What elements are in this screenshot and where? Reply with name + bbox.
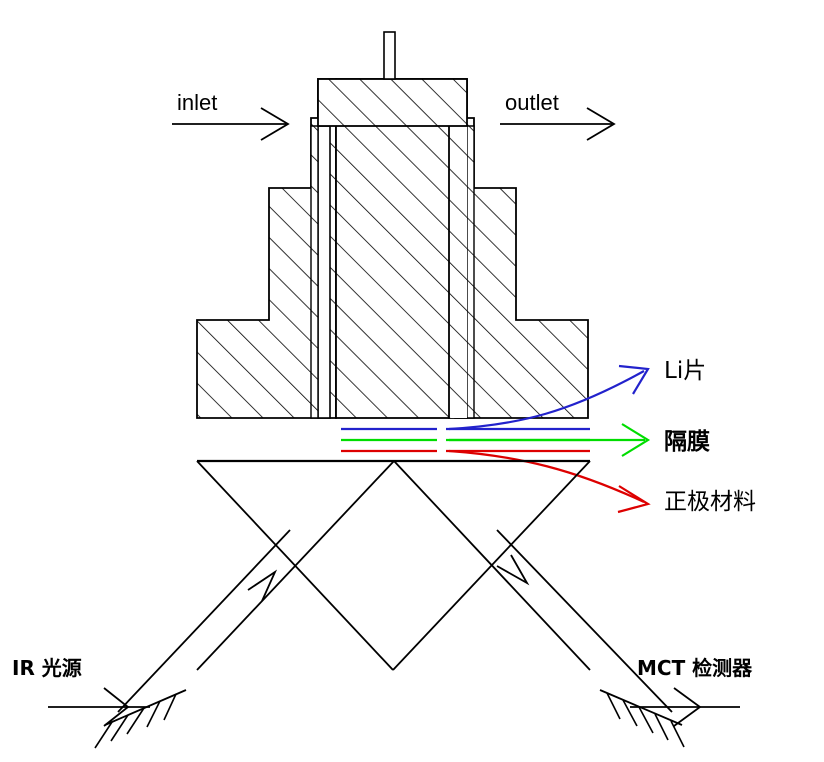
top-stem-connector bbox=[383, 31, 396, 80]
label-separator: 隔膜 bbox=[664, 429, 710, 455]
outlet-arrow bbox=[500, 107, 616, 141]
leader-arrow-separator bbox=[449, 423, 651, 457]
ir-source-mirror bbox=[94, 689, 187, 749]
inlet-channel-wall bbox=[310, 125, 319, 419]
label-ir-source: IR 光源 bbox=[12, 656, 82, 680]
inlet-channel-slot bbox=[317, 125, 331, 419]
cell-top-cap bbox=[317, 78, 468, 127]
label-li-foil: Li片 bbox=[664, 358, 707, 384]
outlet-channel-wall bbox=[466, 125, 475, 419]
label-cathode: 正极材料 bbox=[664, 489, 756, 515]
inlet-arrow bbox=[172, 107, 290, 141]
atr-crystal-prism bbox=[196, 459, 591, 671]
outlet-label: outlet bbox=[505, 90, 559, 115]
label-mct-detector: MCT 检测器 bbox=[637, 656, 753, 680]
ir-source-arrow bbox=[48, 687, 150, 727]
mct-detector-mirror bbox=[599, 689, 685, 748]
leader-arrow-cathode bbox=[448, 449, 651, 514]
inlet-label: inlet bbox=[177, 90, 218, 115]
leader-arrow-li-foil bbox=[448, 364, 650, 431]
mct-detector-arrow bbox=[630, 687, 740, 727]
ir-beam-incoming bbox=[117, 529, 291, 713]
ir-beam-outgoing bbox=[496, 529, 673, 713]
cell-head-block bbox=[318, 78, 467, 419]
